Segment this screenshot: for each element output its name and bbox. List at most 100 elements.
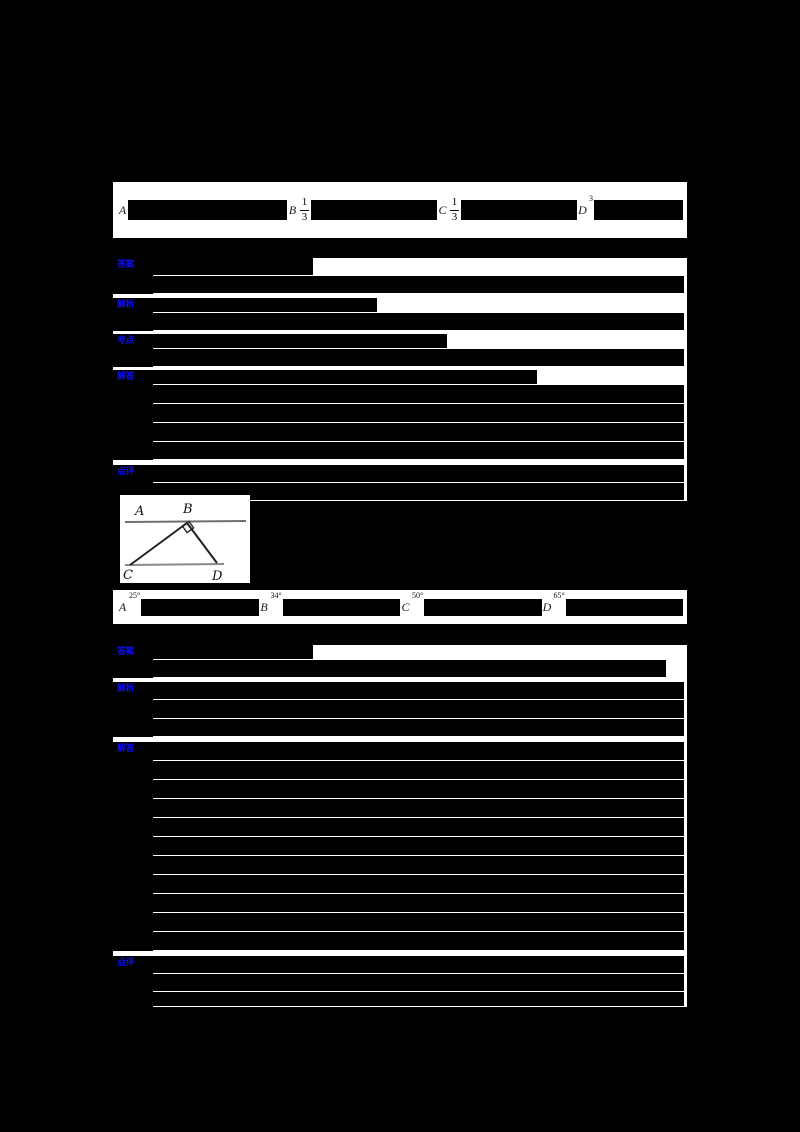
redaction-line (153, 780, 685, 798)
solution-row-answer: 答案 (113, 258, 687, 294)
option-a-content: 25° (128, 590, 259, 624)
option-d[interactable]: D 65° (542, 590, 683, 624)
spacer (113, 678, 687, 682)
solution-block-2: 答案 解析 (113, 645, 687, 1007)
label-analysis: 解析 (117, 684, 135, 694)
fraction-one-third: 1 3 (298, 196, 311, 224)
solution-table: 答案 解析 (113, 645, 687, 1007)
angle-value: 50° (411, 591, 425, 600)
option-c[interactable]: C 1 3 (437, 193, 577, 227)
label-comment: 点评 (117, 958, 135, 968)
row-separator (113, 331, 687, 334)
fraction-bar (300, 209, 309, 211)
option-d-content: 3 (588, 193, 683, 227)
solution-row-comment: 点评 (113, 956, 687, 1007)
redaction-line (153, 932, 685, 950)
option-b-content: 1 3 (298, 193, 437, 227)
label-cell: 解答 (113, 370, 153, 460)
redaction-line (153, 465, 685, 482)
label-cell: 答案 (113, 645, 153, 678)
spacer (113, 331, 687, 334)
spacer (113, 951, 687, 956)
row-separator (113, 951, 687, 956)
redaction-line (153, 660, 666, 677)
redaction-line (153, 719, 685, 736)
label-answer: 答案 (117, 647, 135, 657)
redaction-line (153, 442, 685, 459)
redaction-line (153, 682, 685, 699)
redaction-line (153, 956, 685, 973)
option-letter: B (260, 600, 268, 614)
label-cell: 解析 (113, 298, 153, 331)
option-d[interactable]: D 3 (577, 193, 683, 227)
solution-row-analysis: 解析 (113, 682, 687, 737)
redaction-line (153, 974, 685, 991)
row-separator (113, 367, 687, 370)
redaction-line (153, 423, 685, 441)
content-cell (153, 258, 687, 294)
redaction-line (153, 894, 685, 912)
label-solution: 解答 (117, 744, 135, 754)
angle-value: 34° (269, 591, 283, 600)
fraction-bar (450, 209, 459, 211)
redaction-bar (461, 200, 577, 220)
question-1-options-panel: A B 1 3 C (113, 182, 687, 238)
option-letter: B (288, 203, 297, 217)
redaction-bar (565, 598, 683, 616)
option-c-content: 1 3 (448, 193, 577, 227)
redaction-line (153, 370, 538, 384)
content-cell (153, 334, 687, 367)
option-c-content: 50° (411, 590, 542, 624)
option-letter: D (578, 203, 587, 217)
label-topic: 考点 (117, 336, 135, 346)
label-cell: 解答 (113, 742, 153, 951)
spacer (113, 460, 687, 465)
option-letter: C (401, 600, 410, 614)
content-cell (153, 645, 687, 678)
row-separator (113, 294, 687, 298)
option-letter: A (118, 203, 127, 217)
line-ab (124, 520, 247, 523)
option-a[interactable]: A (117, 193, 287, 227)
segment-cb (129, 522, 188, 566)
solution-row-comment: 点评 (113, 465, 687, 501)
geometry-figure: A B C D (120, 495, 250, 583)
option-b-content: 34° (269, 590, 400, 624)
label-cell: 答案 (113, 258, 153, 294)
solution-row-topic: 考点 (113, 334, 687, 367)
redaction-line (153, 258, 314, 275)
label-answer: 答案 (117, 260, 135, 270)
label-analysis: 解析 (117, 300, 135, 310)
redaction-line (153, 913, 685, 931)
label-c: C (123, 568, 133, 583)
label-a: A (134, 504, 144, 519)
redaction-line (153, 404, 685, 422)
label-cell: 点评 (113, 956, 153, 1007)
redaction-line (153, 334, 447, 348)
redaction-line (153, 645, 314, 659)
redaction-bar (424, 598, 542, 616)
redaction-line (153, 799, 685, 817)
content-cell (153, 956, 687, 1007)
option-b[interactable]: B 1 3 (287, 193, 437, 227)
redaction-line (153, 276, 685, 293)
label-cell: 解析 (113, 682, 153, 737)
redaction-line (153, 837, 685, 855)
solution-row-solution: 解答 (113, 370, 687, 460)
label-cell: 考点 (113, 334, 153, 367)
redaction-line (153, 818, 685, 836)
option-b[interactable]: B 34° (259, 590, 400, 624)
fraction-one-third: 1 3 (448, 196, 461, 224)
redaction-bar (141, 598, 259, 616)
redaction-line (153, 856, 685, 874)
angle-value: 25° (128, 591, 142, 600)
option-c[interactable]: C 50° (400, 590, 542, 624)
option-a[interactable]: A 25° (117, 590, 259, 624)
right-angle-mark (181, 520, 195, 534)
redaction-line (153, 875, 685, 893)
row-separator (113, 460, 687, 465)
geometry-figure-svg: A B C D (123, 502, 247, 583)
line-cd (124, 563, 225, 566)
option-letter: A (118, 600, 127, 614)
